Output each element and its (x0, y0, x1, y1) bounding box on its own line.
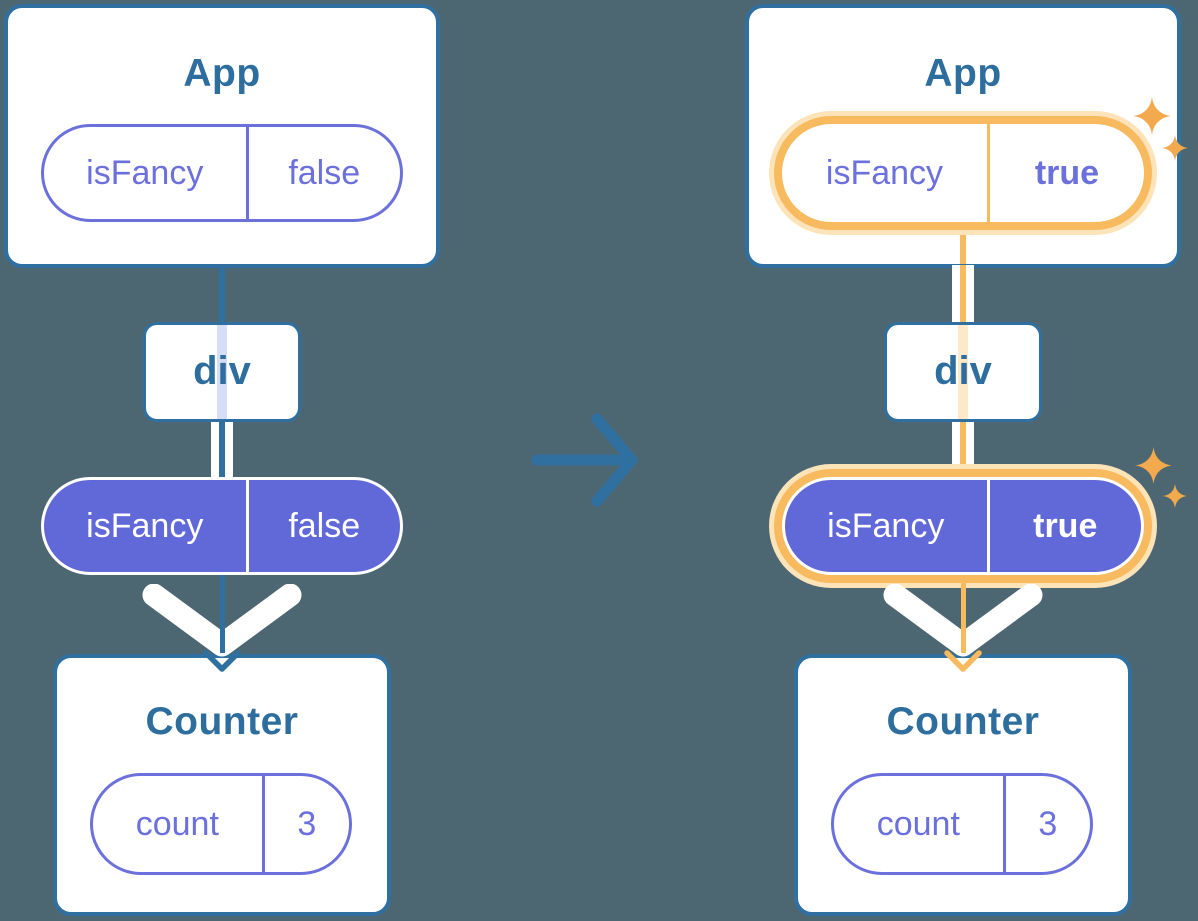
passed-prop-value: false (245, 480, 401, 572)
app-title: App (183, 52, 261, 95)
passed-prop-name: isFancy (827, 506, 945, 545)
counter-title: Counter (145, 700, 299, 743)
app-card: App isFancy false (4, 4, 440, 268)
sparkle-icon-large (1135, 447, 1172, 484)
div-to-pill-connector (952, 420, 974, 479)
div-label: div (934, 349, 992, 393)
counter-title: Counter (886, 700, 1040, 743)
app-prop-pill-highlighted: isFancy true (782, 124, 1144, 222)
counter-state-pill: count 3 (90, 773, 352, 875)
app-to-div-connector (952, 265, 974, 324)
state-value-label: 3 (261, 776, 349, 872)
passed-prop-name: isFancy (86, 506, 204, 545)
small-arrowhead-icon (944, 650, 982, 672)
small-arrowhead-icon (203, 650, 241, 672)
passed-prop-value: true (986, 480, 1142, 572)
app-prop-pill: isFancy false (41, 124, 403, 222)
counter-state-pill: count 3 (831, 773, 1093, 875)
sparkle-icon-small (1163, 484, 1187, 508)
prop-name-label: isFancy (825, 153, 944, 192)
div-node: div (884, 322, 1042, 422)
pill-to-card-edge-line (960, 222, 966, 264)
app-card: App isFancy true (745, 4, 1181, 268)
counter-card: Counter count 3 (794, 654, 1132, 916)
passed-prop-pill-highlighted: isFancy true (782, 477, 1144, 575)
div-node: div (143, 322, 301, 422)
prop-value-label: false (245, 127, 401, 219)
div-to-pill-connector (211, 420, 233, 479)
state-value-label: 3 (1002, 776, 1090, 872)
pill-to-counter-line (220, 575, 225, 653)
sparkle-icon-large (1133, 97, 1171, 135)
div-label: div (193, 349, 251, 393)
prop-passthrough-line (217, 325, 227, 419)
app-title: App (924, 52, 1002, 95)
state-name-label: count (876, 804, 960, 843)
state-name-label: count (135, 804, 219, 843)
transition-right-arrow-icon (531, 413, 638, 507)
sparkle-icon-small (1162, 135, 1188, 161)
app-to-div-connector (219, 264, 225, 324)
prop-passthrough-line (958, 325, 968, 419)
pill-to-counter-line (961, 575, 966, 653)
prop-value-label: true (986, 124, 1144, 222)
prop-name-label: isFancy (86, 153, 204, 192)
passed-prop-pill: isFancy false (41, 477, 403, 575)
